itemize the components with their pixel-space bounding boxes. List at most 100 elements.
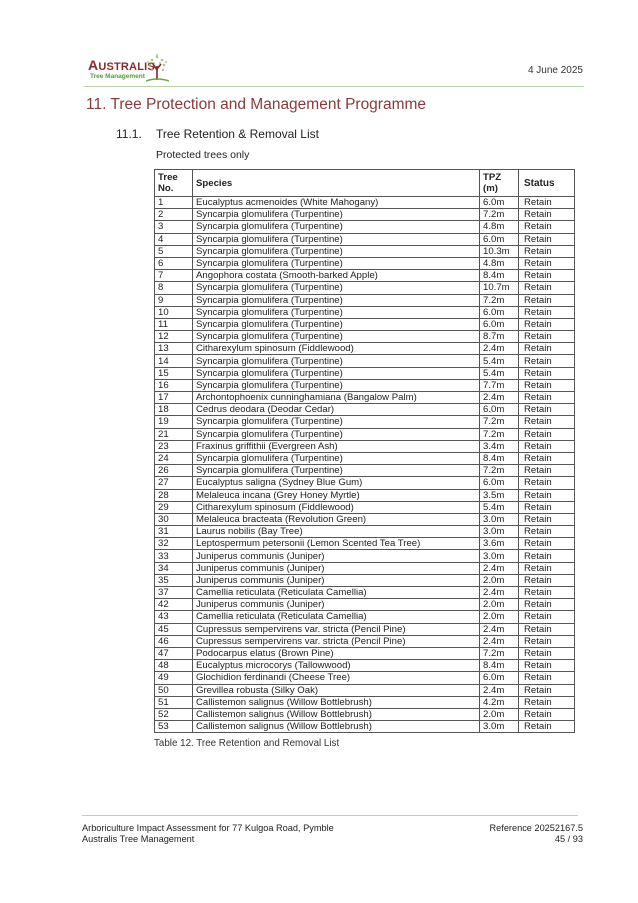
cell-tpz: 4.8m [479,220,519,234]
cell-tree-no: 21 [154,427,193,441]
cell-tree-no: 5 [154,244,193,258]
cell-tpz: 8.4m [479,269,519,283]
cell-tree-no: 35 [154,573,193,588]
cell-status: Retain [518,281,575,295]
footer-left: Arboriculture Impact Assessment for 77 K… [82,823,334,845]
cell-tree-no: 3 [154,220,193,234]
company-logo: AUSTRALIS Tree Management [88,52,178,86]
cell-species: Syncarpia glomulifera (Turpentine) [192,232,480,246]
cell-species: Juniperus communis (Juniper) [192,549,480,563]
cell-tpz: 8.4m [479,659,519,673]
cell-tree-no: 50 [154,683,193,697]
subsection-number: 11.1. [116,127,142,141]
cell-tpz: 8.4m [479,451,519,466]
cell-species: Syncarpia glomulifera (Turpentine) [192,415,480,429]
table-note: Protected trees only [156,149,250,161]
cell-species: Melaleuca incana (Grey Honey Myrtle) [192,488,480,502]
cell-tree-no: 46 [154,634,193,648]
cell-species: Grevillea robusta (Silky Oak) [192,683,480,697]
cell-tpz: 2.0m [479,598,519,612]
cell-tpz: 4.2m [479,695,519,709]
cell-tree-no: 8 [154,281,193,295]
cell-species: Callistemon salignus (Willow Bottlebrush… [192,707,480,722]
cell-status: Retain [518,390,575,405]
cell-status: Retain [518,415,575,429]
cell-status: Retain [518,561,575,575]
cell-species: Callistemon salignus (Willow Bottlebrush… [192,695,480,709]
document-date: 4 June 2025 [527,65,583,76]
cell-status: Retain [518,585,575,600]
cell-species: Syncarpia glomulifera (Turpentine) [192,293,480,307]
cell-status: Retain [518,293,575,307]
cell-tpz: 7.2m [479,415,519,429]
cell-tpz: 2.4m [479,561,519,575]
section-heading: 11. Tree Protection and Management Progr… [86,96,427,113]
cell-species: Cupressus sempervirens var. stricta (Pen… [192,634,480,648]
cell-tree-no: 26 [154,464,193,478]
cell-tree-no: 52 [154,707,193,722]
cell-tree-no: 13 [154,342,193,356]
cell-tree-no: 31 [154,525,193,539]
cell-status: Retain [518,208,575,222]
cell-species: Juniperus communis (Juniper) [192,598,480,612]
cell-species: Syncarpia glomulifera (Turpentine) [192,208,480,222]
cell-status: Retain [518,549,575,563]
cell-status: Retain [518,500,575,514]
header-status: Status [518,169,575,197]
cell-status: Retain [518,464,575,478]
cell-tree-no: 34 [154,561,193,575]
logo-name: AUSTRALIS [88,57,155,73]
cell-species: Syncarpia glomulifera (Turpentine) [192,378,480,393]
cell-tpz: 3.6m [479,537,519,551]
cell-species: Syncarpia glomulifera (Turpentine) [192,281,480,295]
cell-tree-no: 6 [154,256,193,271]
cell-species: Syncarpia glomulifera (Turpentine) [192,256,480,271]
cell-status: Retain [518,366,575,380]
cell-tpz: 3.4m [479,439,519,453]
cell-species: Syncarpia glomulifera (Turpentine) [192,305,480,319]
cell-tpz: 2.4m [479,634,519,648]
cell-tpz: 2.4m [479,683,519,697]
cell-species: Eucalyptus microcorys (Tallowwood) [192,659,480,673]
cell-species: Syncarpia glomulifera (Turpentine) [192,354,480,368]
cell-status: Retain [518,512,575,527]
cell-tree-no: 33 [154,549,193,563]
cell-status: Retain [518,573,575,588]
header-tree-no-line2: No. [158,183,174,194]
cell-status: Retain [518,269,575,283]
cell-status: Retain [518,330,575,344]
cell-tree-no: 42 [154,598,193,612]
cell-status: Retain [518,305,575,319]
cell-tree-no: 7 [154,269,193,283]
cell-species: Syncarpia glomulifera (Turpentine) [192,317,480,332]
header-tpz: TPZ(m) [479,169,519,197]
cell-tpz: 2.0m [479,573,519,588]
cell-tree-no: 9 [154,293,193,307]
cell-species: Syncarpia glomulifera (Turpentine) [192,451,480,466]
cell-tree-no: 48 [154,659,193,673]
cell-tpz: 5.4m [479,500,519,514]
logo-tagline: Tree Management [90,73,145,80]
header-divider [84,86,584,87]
cell-status: Retain [518,439,575,453]
cell-status: Retain [518,342,575,356]
cell-tpz: 6.0m [479,305,519,319]
